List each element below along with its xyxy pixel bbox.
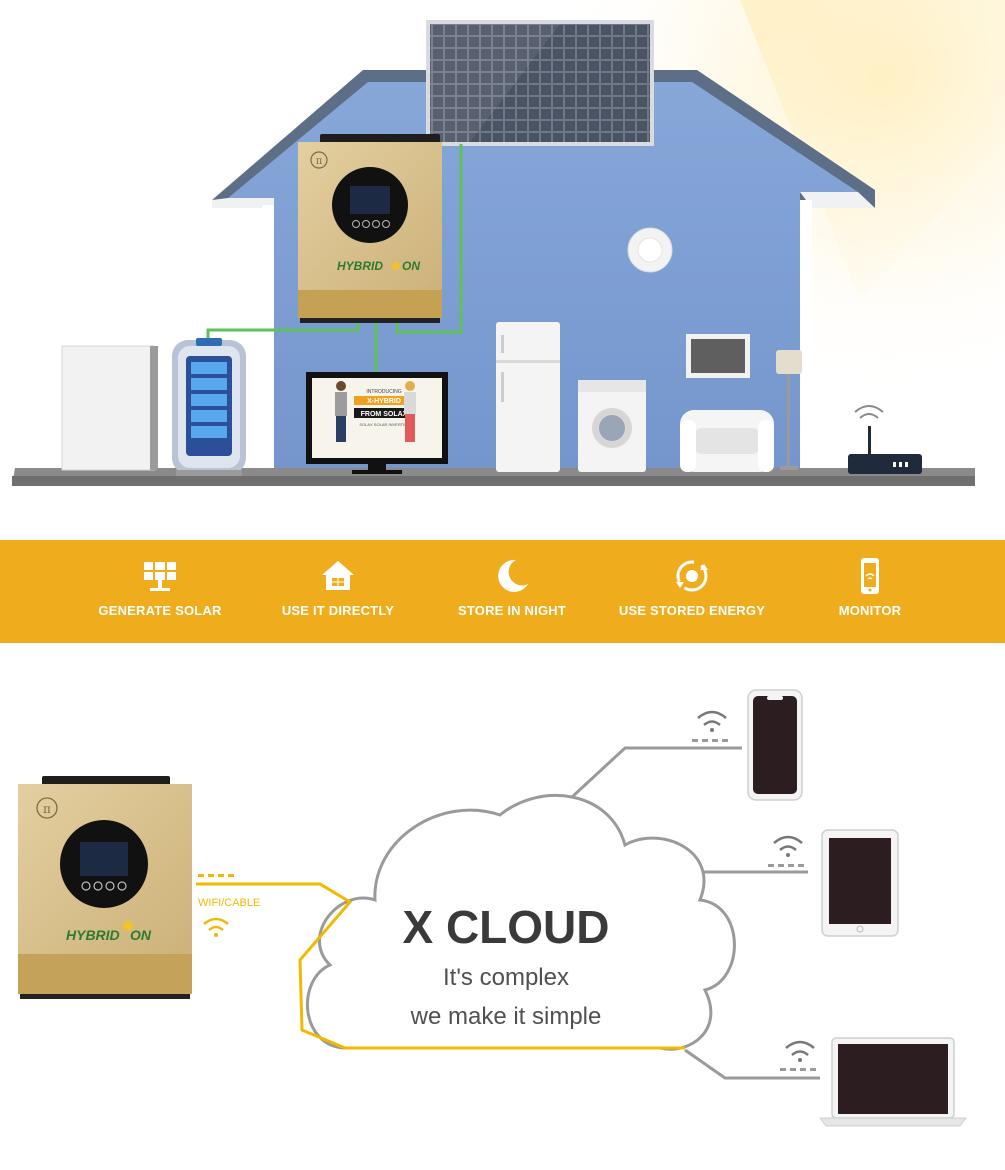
smartphone-icon	[861, 558, 879, 594]
inverter-brand-bottom: ON	[402, 259, 420, 273]
tv-unit: INTRODUCING X-HYBRID FROM SOLAX SOLAX SO…	[306, 372, 448, 474]
inverter-unit-large: π HYBRID ON	[18, 776, 192, 999]
tablet-device	[821, 829, 899, 937]
tablet-wifi-icon	[773, 835, 803, 857]
tablet-signal-dashes	[768, 864, 804, 867]
feature-label: MONITOR	[838, 603, 902, 618]
router	[848, 405, 922, 474]
solar-panel	[426, 20, 654, 146]
inverter-logo-symbol-large: π	[43, 802, 51, 816]
battery-unit	[61, 338, 246, 476]
feature-label: STORE IN NIGHT	[457, 603, 566, 618]
house-energy-scene: π HYBRID ON INTRODUCING X-HYBRID FROM SO	[0, 0, 1005, 535]
cloud-tagline-1: It's complex	[443, 964, 569, 991]
phone-wifi-icon	[697, 710, 727, 732]
tv-line-2: X-HYBRID	[367, 398, 401, 405]
refrigerator	[496, 322, 560, 472]
smartphone-device	[747, 689, 803, 801]
inverter-brand-top-large: HYBRID	[66, 927, 120, 943]
feature-label: USE STORED ENERGY	[618, 603, 766, 618]
laptop-signal-dashes	[780, 1068, 816, 1071]
moon-icon	[498, 559, 528, 592]
feature-banner: GENERATE SOLAR USE IT DIRECTLY STORE IN …	[0, 540, 1005, 643]
feature-use-stored-energy: USE STORED ENERGY	[602, 540, 782, 643]
house-icon	[322, 561, 354, 590]
recycle-energy-icon	[676, 560, 708, 592]
cloud-title: X CLOUD	[403, 901, 610, 953]
laptop-wifi-icon	[785, 1040, 815, 1062]
tv-line-3: FROM SOLAX	[361, 411, 408, 418]
wifi-cable-line	[196, 882, 685, 1050]
wifi-icon	[203, 917, 229, 937]
wall-screen	[686, 334, 750, 378]
inverter-unit: π HYBRID ON	[298, 134, 442, 323]
inverter-brand-bottom-large: ON	[130, 927, 152, 943]
feature-label: USE IT DIRECTLY	[281, 603, 395, 618]
tv-line-1: INTRODUCING	[366, 389, 401, 395]
cloud-tagline-2: we make it simple	[410, 1003, 602, 1030]
armchair	[680, 410, 774, 472]
floor-lamp	[776, 350, 802, 470]
washing-machine	[578, 380, 646, 472]
phone-signal-dashes	[692, 739, 728, 742]
smoke-detector	[627, 227, 673, 273]
connection-indicator	[198, 874, 234, 877]
inverter-brand-top: HYBRID	[337, 259, 383, 273]
feature-store-in-night: STORE IN NIGHT	[422, 540, 602, 643]
cloud-shape	[306, 794, 736, 1051]
feature-label: GENERATE SOLAR	[98, 603, 222, 618]
feature-generate-solar: GENERATE SOLAR	[70, 540, 250, 643]
tv-line-4: SOLAX SOLAR INVERTER	[359, 422, 408, 427]
cloud-diagram: π HYBRID ON WIFI/CABLE X CLOUD It's comp…	[18, 689, 967, 1127]
feature-monitor: MONITOR	[780, 540, 960, 643]
green-cables	[206, 144, 463, 374]
laptop-device	[819, 1037, 967, 1127]
inverter-logo-symbol: π	[316, 156, 323, 167]
connection-label: WIFI/CABLE	[198, 897, 260, 909]
solar-panel-icon	[144, 562, 176, 591]
feature-use-directly: USE IT DIRECTLY	[248, 540, 428, 643]
